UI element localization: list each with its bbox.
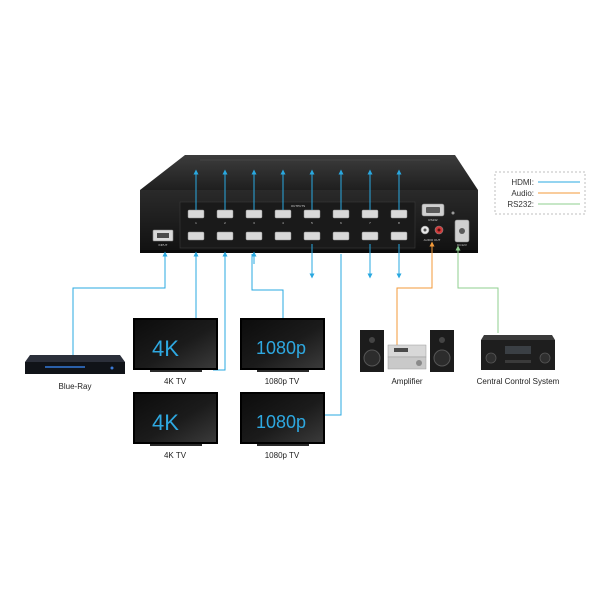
- amplifier-unit-bottom: [387, 356, 427, 370]
- legend-rs232-label: RS232:: [507, 200, 534, 209]
- output-port-bottom-6[interactable]: [332, 231, 350, 241]
- audio-cable: [396, 241, 435, 345]
- amplifier-label: Amplifier: [391, 377, 422, 386]
- output-port-top-1[interactable]: [187, 209, 205, 219]
- control-knob-left: [485, 352, 497, 364]
- output-port-bottom-4[interactable]: [274, 231, 292, 241]
- tv2-hdmi-cable: [251, 254, 284, 318]
- central-control-system: Central Control System: [477, 335, 560, 386]
- tv-1-screen-text: 4K: [152, 336, 179, 361]
- amplifier-right-woofer: [433, 349, 451, 367]
- tv-2-screen-text: 1080p: [256, 338, 306, 358]
- output-port-bottom-8[interactable]: [390, 231, 408, 241]
- output-port-bottom-1[interactable]: [187, 231, 205, 241]
- amplifier-display: [394, 348, 408, 352]
- amplifier-volume-knob: [416, 360, 422, 366]
- legend-hdmi-label: HDMI:: [511, 178, 534, 187]
- amplifier-left-woofer: [363, 349, 381, 367]
- tv-1-stand: [150, 370, 202, 372]
- input-caption: INPUT: [159, 243, 168, 247]
- output-port-bottom-7[interactable]: [361, 231, 379, 241]
- output-port-top-5[interactable]: [303, 209, 321, 219]
- output-port-number-1: 1: [195, 221, 197, 225]
- amplifier-right-tweeter: [439, 337, 445, 343]
- tv-4-screen-text: 1080p: [256, 412, 306, 432]
- bluray-player: Blue-Ray: [25, 355, 125, 391]
- tv-3: 4K 4K TV: [133, 392, 218, 460]
- output-port-row-top: [187, 209, 408, 219]
- control-button-row: [505, 360, 531, 363]
- tv-2-stand: [257, 370, 309, 372]
- tv-1-label: 4K TV: [164, 377, 187, 386]
- control-top: [481, 335, 555, 340]
- tv-2-label: 1080p TV: [265, 377, 300, 386]
- output-port-number-6: 6: [340, 221, 342, 225]
- tv-2-screen: [242, 320, 323, 368]
- device-bottom-shadow: [140, 250, 478, 253]
- control-knob-right: [539, 352, 551, 364]
- tv-4-screen: [242, 394, 323, 442]
- output-port-number-4: 4: [282, 221, 284, 225]
- legend: HDMI: Audio: RS232:: [494, 171, 586, 215]
- output-port-numbers: 1 2 3 4 5 6 7 8: [195, 221, 400, 225]
- tv-1-screen: [135, 320, 216, 368]
- audio-out-caption: AUDIO OUT: [424, 238, 441, 242]
- amplifier: Amplifier: [360, 330, 454, 386]
- output-port-bottom-5[interactable]: [303, 231, 321, 241]
- power-port-hole: [459, 228, 465, 234]
- audio-out-left-core: [423, 228, 427, 232]
- output-port-top-6[interactable]: [332, 209, 350, 219]
- output-port-number-8: 8: [398, 221, 400, 225]
- output-port-top-4[interactable]: [274, 209, 292, 219]
- tv-1: 4K 4K TV: [133, 318, 218, 386]
- tv-4-stand: [257, 444, 309, 446]
- tv-4-label: 1080p TV: [265, 451, 300, 460]
- tv-3-screen-text: 4K: [152, 410, 179, 435]
- hdmi-output-up-arrows: [193, 169, 402, 210]
- bluray-top: [25, 355, 125, 362]
- tv-3-stand: [150, 444, 202, 446]
- outputs-caption: OUTPUTS: [291, 204, 305, 208]
- tv4-hdmi-cable: [323, 254, 342, 416]
- output-port-top-8[interactable]: [390, 209, 408, 219]
- rs232-caption: RS232: [428, 218, 438, 222]
- rs232-cable: [455, 245, 499, 333]
- rs232-port-inner: [426, 207, 440, 213]
- input-hdmi-port-slot: [157, 233, 169, 238]
- tv-3-screen: [135, 394, 216, 442]
- output-port-bottom-3[interactable]: [245, 231, 263, 241]
- legend-audio-label: Audio:: [511, 189, 534, 198]
- output-port-row-bottom: [187, 231, 408, 241]
- amplifier-left-tweeter: [369, 337, 375, 343]
- bluray-disc-slot: [45, 366, 85, 368]
- control-label: Central Control System: [477, 377, 560, 386]
- tv-3-label: 4K TV: [164, 451, 187, 460]
- hdmi-matrix-device: OUTPUTS 1 2 3 4 5 6 7 8 INPUT RS232 AUDIO OUT D…: [140, 155, 478, 253]
- output-port-top-7[interactable]: [361, 209, 379, 219]
- bluray-label: Blue-Ray: [59, 382, 92, 391]
- output-port-number-2: 2: [224, 221, 226, 225]
- power-led-icon: [451, 211, 455, 215]
- power-caption: DC12V: [457, 243, 467, 247]
- tv-4: 1080p 1080p TV: [240, 392, 325, 460]
- output-port-bottom-2[interactable]: [216, 231, 234, 241]
- output-port-panel: [179, 201, 416, 249]
- output-port-top-2[interactable]: [216, 209, 234, 219]
- bluray-power-light: [110, 366, 114, 370]
- output-port-number-5: 5: [311, 221, 313, 225]
- output-port-top-3[interactable]: [245, 209, 263, 219]
- tv-2: 1080p 1080p TV: [240, 318, 325, 386]
- output-port-number-3: 3: [253, 221, 255, 225]
- output-port-number-7: 7: [369, 221, 371, 225]
- audio-out-right-core: [437, 228, 441, 232]
- bluray-hdmi-cable: [72, 251, 168, 355]
- control-display: [505, 346, 531, 354]
